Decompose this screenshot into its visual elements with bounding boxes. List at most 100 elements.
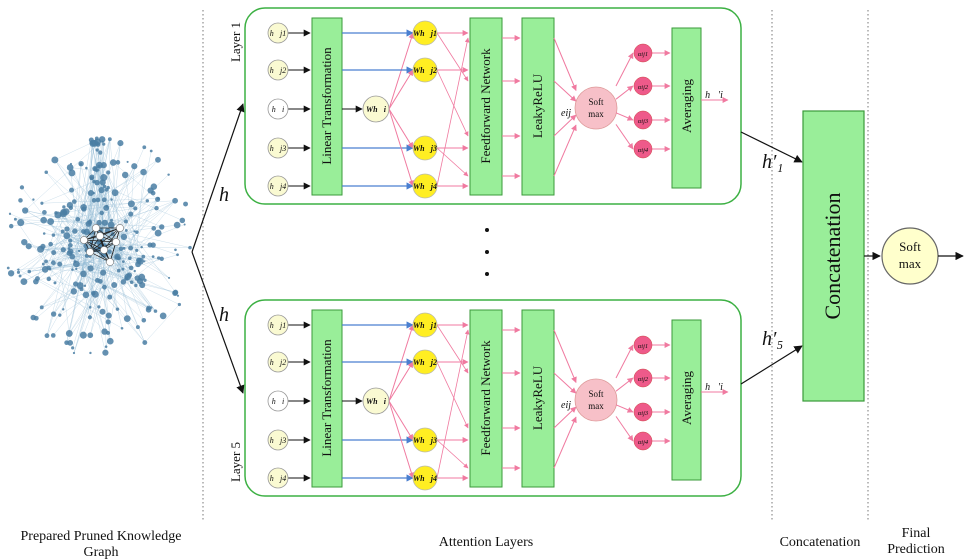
graph-node xyxy=(121,267,125,271)
softmax-to-alpha-arrow xyxy=(615,52,634,87)
weighted-node-label: Wh⃗j3 xyxy=(413,436,437,445)
graph-node xyxy=(101,219,108,226)
graph-node xyxy=(62,208,70,215)
graph-node xyxy=(46,276,52,282)
graph-edge xyxy=(50,219,121,222)
graph-edge xyxy=(77,139,92,224)
graph-node xyxy=(65,330,73,337)
graph-node xyxy=(159,312,167,320)
graph-node xyxy=(145,199,150,203)
graph-edge xyxy=(53,262,176,293)
graph-node xyxy=(99,228,103,232)
feedforward-network-label: Feedforward Network xyxy=(478,340,493,456)
graph-edge xyxy=(144,304,180,343)
graph-edge xyxy=(105,207,125,239)
graph-node xyxy=(102,142,106,146)
graph-node xyxy=(17,219,25,227)
graph-node xyxy=(39,305,44,310)
graph-edge xyxy=(89,226,97,318)
graph-edge xyxy=(79,240,105,332)
graph-node xyxy=(87,315,92,320)
graph-node xyxy=(50,311,57,317)
graph-edge xyxy=(77,258,96,295)
graph-node xyxy=(91,198,97,203)
graph-node xyxy=(88,219,92,223)
softmax-label-top: Soft xyxy=(588,97,604,107)
graph-node xyxy=(120,233,128,241)
graph-edge xyxy=(11,208,136,227)
graph-node xyxy=(106,185,110,190)
graph-edge xyxy=(33,232,107,318)
weighted-node xyxy=(412,465,438,491)
graph-edge xyxy=(73,254,105,354)
graph-node xyxy=(98,187,105,194)
graph-node xyxy=(8,223,14,229)
graph-edge xyxy=(70,163,82,246)
graph-node xyxy=(91,231,95,235)
graph-node xyxy=(97,305,101,309)
graph-node xyxy=(133,230,136,233)
graph-edge xyxy=(79,168,96,286)
graph-node xyxy=(107,249,112,254)
graph-node xyxy=(135,248,139,252)
graph-edge xyxy=(122,198,159,265)
graph-edge xyxy=(93,181,176,293)
weighted-node-label: Wh⃗j4 xyxy=(413,474,437,483)
graph-node xyxy=(126,160,129,163)
graph-node xyxy=(133,206,138,211)
graph-node xyxy=(83,284,87,288)
graph-node xyxy=(143,260,146,263)
graph-edge xyxy=(15,200,148,220)
neighbor-node-label: h⃗j2 xyxy=(270,66,286,75)
graph-edge xyxy=(83,259,106,353)
leakyrelu-box xyxy=(521,309,555,488)
caption-graph-line2: Graph xyxy=(84,545,119,559)
graph-node xyxy=(140,168,147,176)
graph-edge xyxy=(112,213,131,253)
graph-edge xyxy=(74,139,111,232)
graph-node xyxy=(50,333,56,338)
relu-to-softmax-arrow xyxy=(553,406,577,429)
final-softmax-label-top: Soft xyxy=(899,239,921,254)
graph-node xyxy=(42,232,46,235)
graph-edge xyxy=(76,143,94,257)
graph-edge xyxy=(108,246,130,276)
graph-edge xyxy=(103,165,135,232)
graph-node xyxy=(41,266,49,273)
center-weighted-node-label: Wh⃗i xyxy=(366,105,387,114)
graph-edge xyxy=(19,228,81,277)
graph-node xyxy=(79,331,87,339)
h5-prime-label: h′₅ xyxy=(762,328,783,350)
h-label-top: h xyxy=(219,184,229,206)
weighted-cross-arrow xyxy=(436,69,469,137)
arrow-layer5-to-concat xyxy=(740,345,803,385)
neighbor-node xyxy=(267,137,289,159)
graph-node xyxy=(58,313,62,317)
graph-node xyxy=(71,268,74,271)
weighted-cross-arrow xyxy=(436,37,470,187)
graph-hub-edge xyxy=(83,239,111,263)
alpha-node-label: αij4 xyxy=(638,439,649,446)
graph-node xyxy=(83,228,90,236)
graph-edge xyxy=(40,249,83,258)
graph-edge xyxy=(29,231,63,272)
graph-edge xyxy=(75,269,149,311)
graph-edge xyxy=(66,199,158,343)
weighted-cross-arrow xyxy=(436,147,469,177)
concatenation-box xyxy=(802,110,865,402)
neighbor-node-label: h⃗j3 xyxy=(270,436,286,445)
graph-edge xyxy=(57,214,88,257)
neighbor-node xyxy=(267,467,289,489)
graph-node xyxy=(156,256,161,260)
graph-edge xyxy=(95,168,122,221)
graph-node xyxy=(40,201,44,205)
graph-node xyxy=(51,250,57,256)
graph-node xyxy=(64,226,70,232)
graph-node xyxy=(18,274,22,278)
graph-node xyxy=(172,197,178,204)
leakyrelu-label: LeakyReLU xyxy=(530,365,545,430)
graph-node xyxy=(98,279,103,284)
linear-transformation-box xyxy=(311,17,343,196)
graph-node xyxy=(143,278,147,282)
